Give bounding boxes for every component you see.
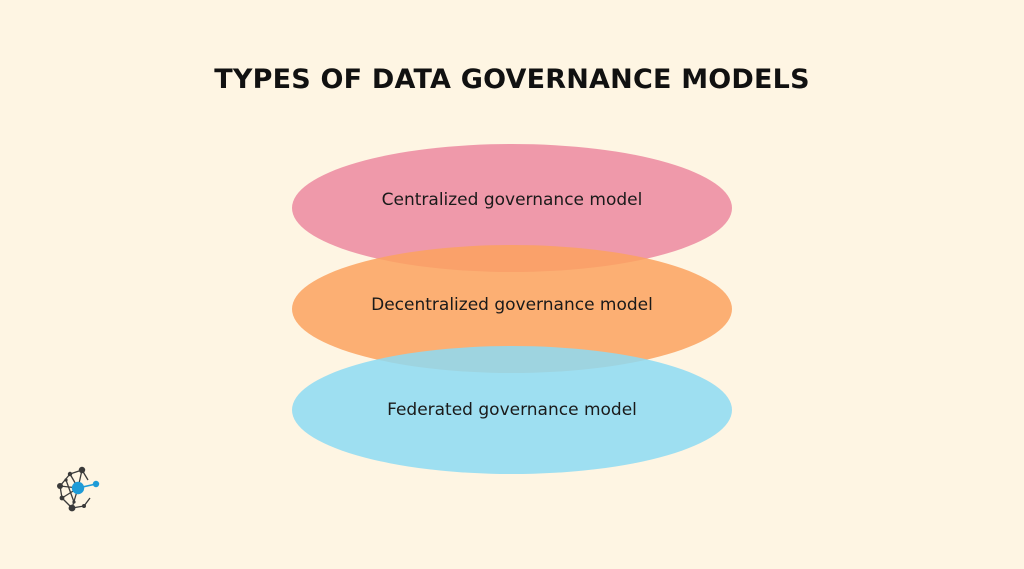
model-ellipse-decentralized: Decentralized governance model (292, 245, 732, 373)
centralized-ellipse-shape (292, 144, 732, 272)
decentralized-ellipse-shape (292, 245, 732, 373)
federated-ellipse-shape (292, 346, 732, 474)
centralized-label: Centralized governance model (382, 190, 643, 210)
decentralized-label: Decentralized governance model (371, 295, 653, 315)
model-ellipse-federated: Federated governance model (292, 346, 732, 474)
federated-label: Federated governance model (387, 400, 637, 420)
page-title: TYPES OF DATA GOVERNANCE MODELS (214, 64, 810, 95)
network-node-logo-icon (57, 466, 100, 512)
model-ellipse-centralized: Centralized governance model (292, 144, 732, 272)
